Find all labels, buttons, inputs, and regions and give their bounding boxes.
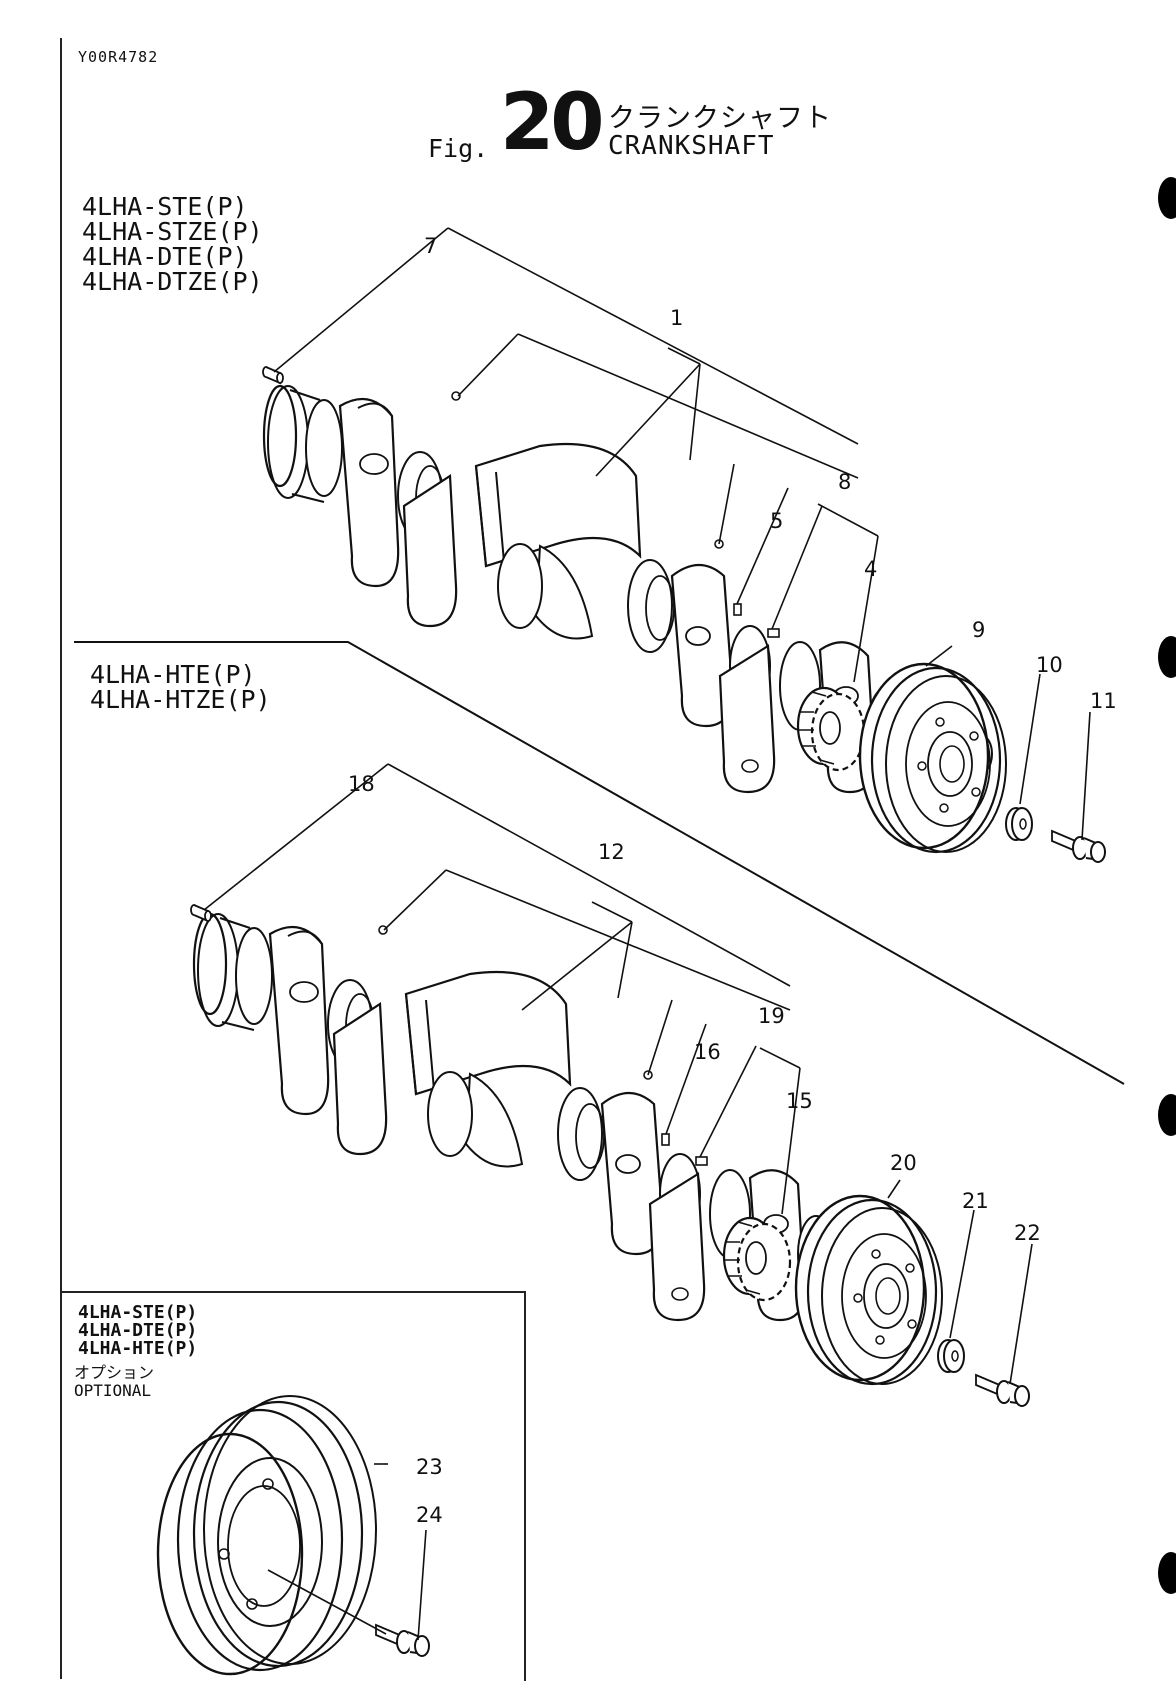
upper-crank-pulley	[860, 664, 1006, 852]
callout-number: 10	[1036, 653, 1063, 677]
key	[734, 604, 741, 615]
lower-pulley-bolt	[976, 1375, 1029, 1406]
lower-crank-pulley	[796, 1196, 942, 1384]
callout-number: 19	[758, 1004, 785, 1028]
callout-number: 11	[1090, 689, 1117, 713]
callout-number: 20	[890, 1151, 917, 1175]
callout-number: 24	[416, 1503, 443, 1527]
callout-number: 4	[864, 557, 877, 581]
callout-number: 12	[598, 840, 625, 864]
callout-number: 23	[416, 1455, 443, 1479]
upper-dowel-pin	[263, 367, 283, 383]
key	[768, 629, 779, 637]
optional-pulley-bolt	[376, 1625, 429, 1656]
callout-number: 7	[424, 234, 437, 258]
callout-number: 22	[1014, 1221, 1041, 1245]
callout-number: 9	[972, 618, 985, 642]
lower-washer	[938, 1340, 964, 1372]
key	[696, 1157, 707, 1165]
callout-number: 1	[670, 306, 683, 330]
callout-number: 21	[962, 1189, 989, 1213]
callout-number: 16	[694, 1040, 721, 1064]
callout-number: 8	[838, 470, 851, 494]
upper-washer	[1006, 808, 1032, 840]
optional-crank-pulley	[158, 1396, 376, 1674]
callout-number: 18	[348, 772, 375, 796]
key	[662, 1134, 669, 1145]
callout-number: 15	[786, 1089, 813, 1113]
callout-number: 5	[770, 509, 783, 533]
upper-pulley-bolt	[1052, 831, 1105, 862]
